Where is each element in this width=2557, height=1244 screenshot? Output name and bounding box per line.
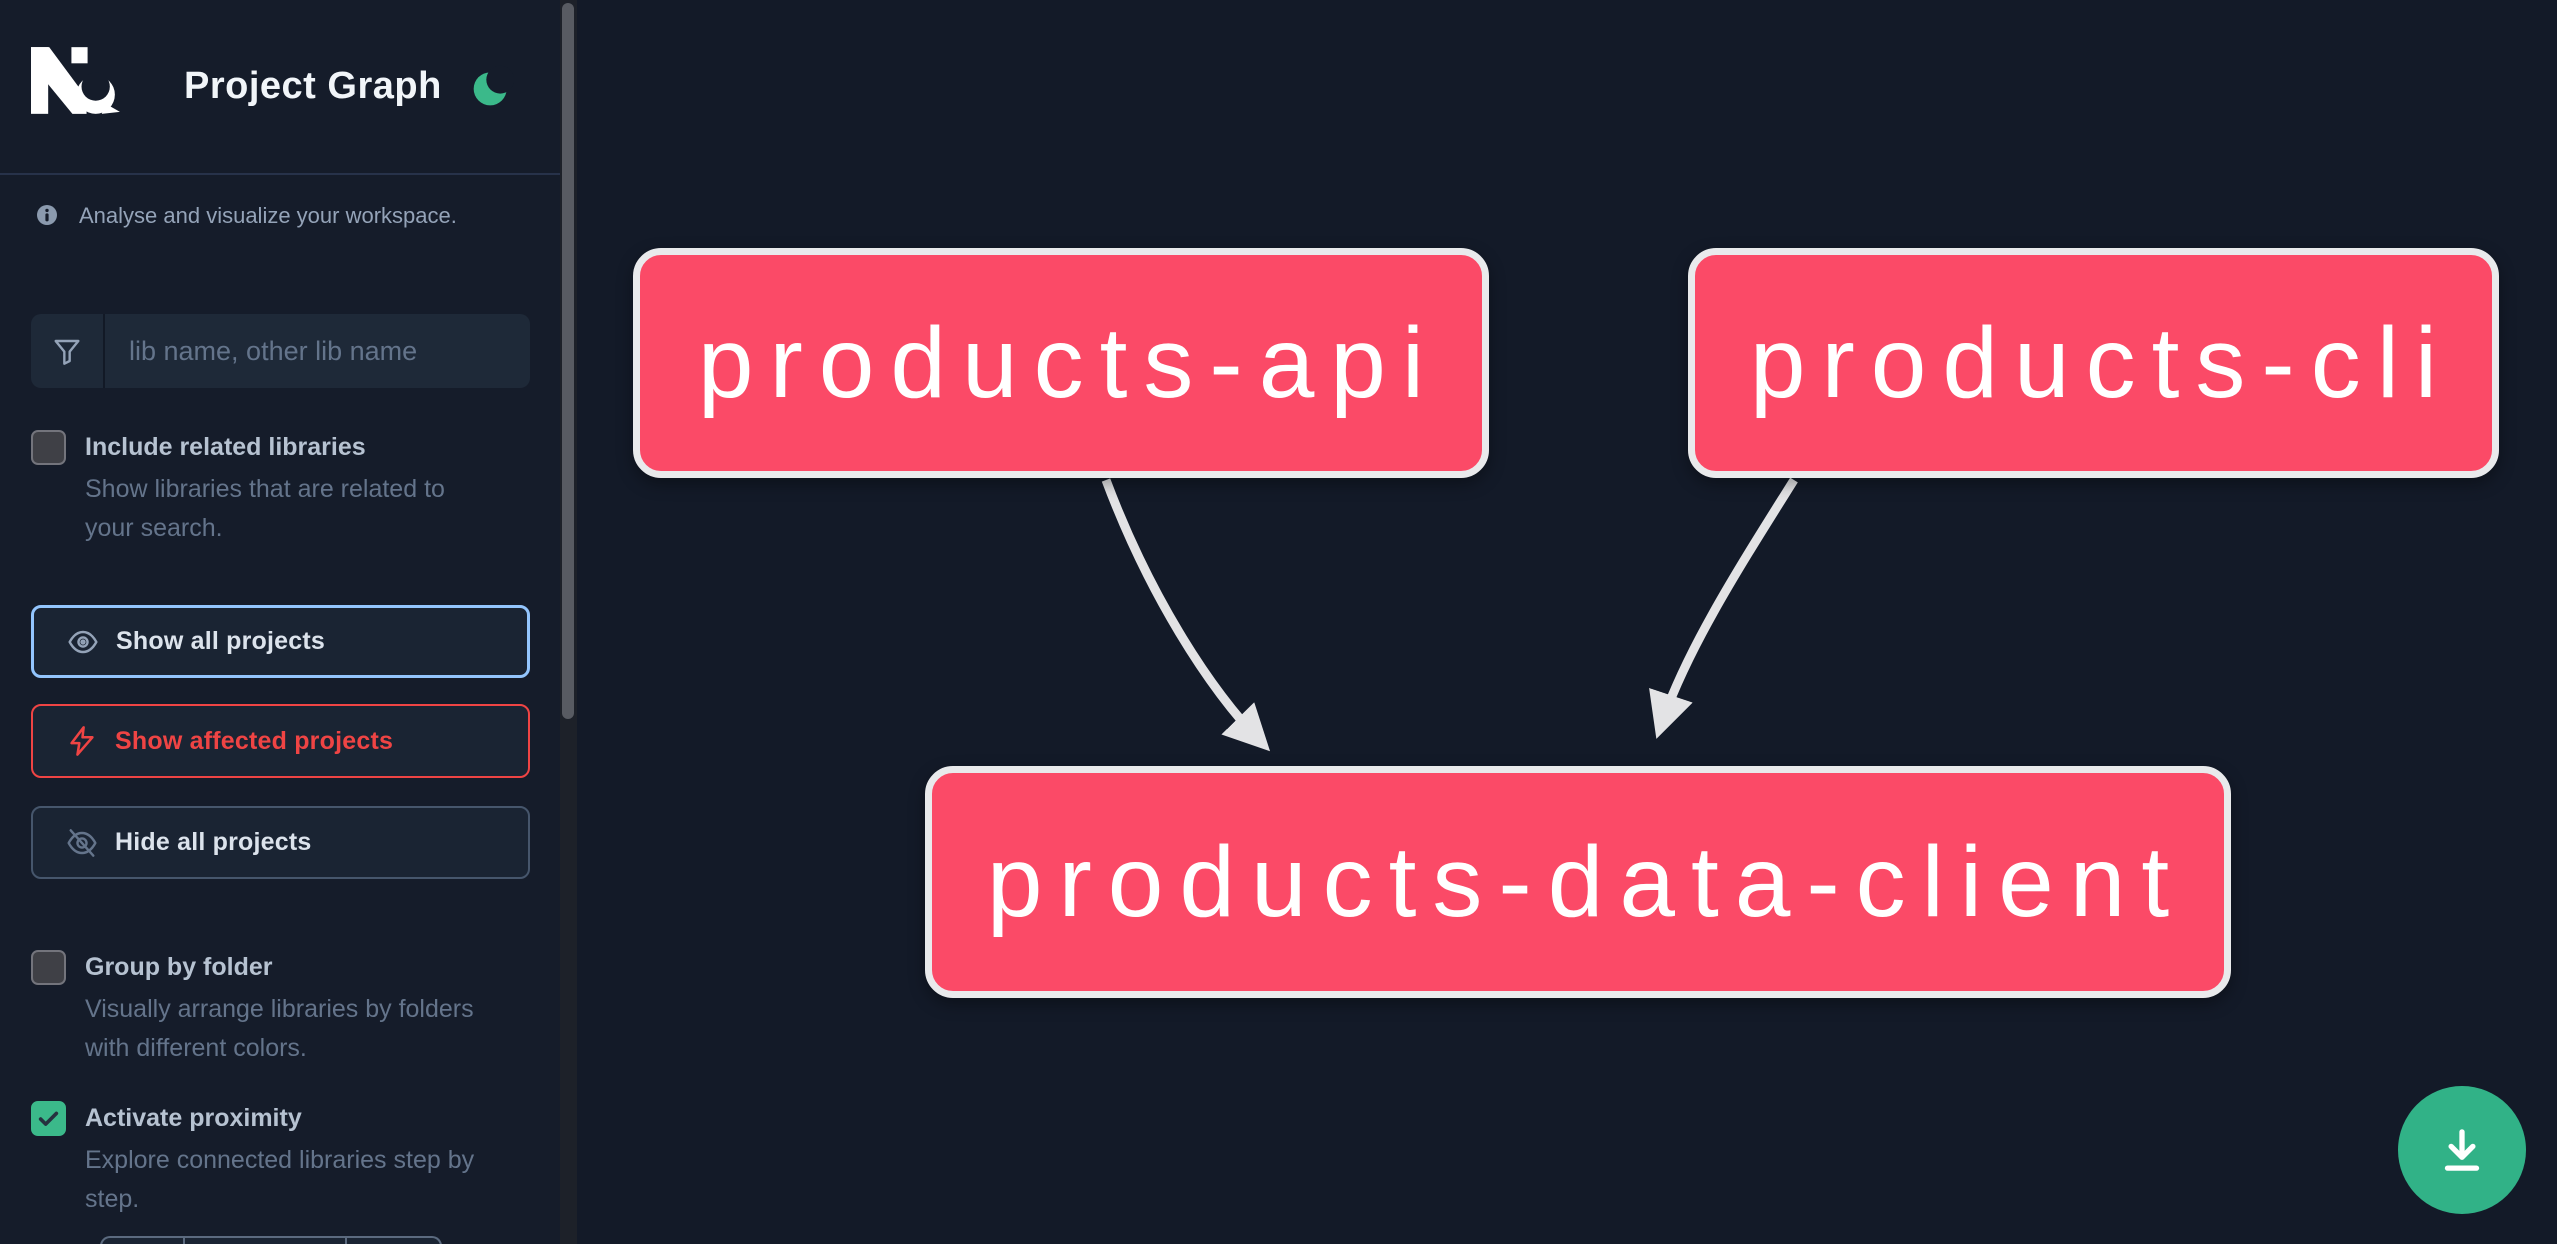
button-label: Hide all projects (115, 828, 312, 856)
checkbox-description: Visually arrange libraries by folders wi… (85, 995, 474, 1062)
button-label: Show affected projects (115, 726, 394, 755)
option-include-related-libraries: Include related libraries Show libraries… (31, 428, 531, 548)
graph-node-products-api[interactable]: products-api (633, 248, 1489, 478)
search-input[interactable] (105, 314, 530, 388)
node-label: products-data-client (986, 825, 2186, 938)
checkbox-label[interactable]: Activate proximity (85, 1104, 302, 1132)
checkmark-icon (38, 1111, 59, 1126)
tagline: Analyse and visualize your workspace. (79, 203, 457, 228)
option-group-by-folder: Group by folder Visually arrange librari… (31, 948, 531, 1068)
activate-proximity-checkbox[interactable] (31, 1101, 66, 1136)
checkbox-label[interactable]: Group by folder (85, 953, 273, 981)
moon-icon (473, 65, 515, 105)
graph-node-products-data-client[interactable]: products-data-client (925, 766, 2231, 998)
include-related-checkbox[interactable] (31, 430, 66, 465)
checkbox-description: Explore connected libraries step by step… (85, 1146, 475, 1213)
eye-off-icon (67, 828, 97, 857)
group-by-folder-checkbox[interactable] (31, 950, 66, 985)
graph-canvas[interactable] (577, 0, 2557, 1244)
sidebar: Project Graph Analyse and visualize your… (0, 0, 560, 1244)
collapsed-segmented-control[interactable] (100, 1236, 442, 1244)
lightning-bolt-icon (70, 726, 94, 756)
download-icon (2444, 1129, 2480, 1171)
sidebar-scrollbar[interactable] (560, 0, 577, 1244)
funnel-icon (31, 314, 105, 388)
eye-icon (68, 630, 98, 653)
page-title: Project Graph (184, 65, 442, 107)
node-label: products-api (697, 306, 1441, 419)
nx-logo (31, 47, 120, 114)
header-divider (0, 173, 560, 175)
theme-toggle-button[interactable] (468, 64, 516, 112)
checkbox-label[interactable]: Include related libraries (85, 433, 366, 461)
scrollbar-thumb[interactable] (562, 3, 574, 719)
show-all-projects-button[interactable]: Show all projects (31, 605, 530, 678)
option-activate-proximity: Activate proximity Explore connected lib… (31, 1099, 531, 1219)
info-icon (37, 205, 57, 225)
graph-node-products-cli[interactable]: products-cli (1688, 248, 2499, 478)
button-label: Show all projects (116, 627, 326, 655)
checkbox-description: Show libraries that are related to your … (85, 475, 445, 542)
search-box (31, 314, 530, 388)
node-label: products-cli (1749, 306, 2454, 419)
download-image-button[interactable] (2398, 1086, 2526, 1214)
hide-all-projects-button[interactable]: Hide all projects (31, 806, 530, 879)
show-affected-projects-button[interactable]: Show affected projects (31, 704, 530, 778)
